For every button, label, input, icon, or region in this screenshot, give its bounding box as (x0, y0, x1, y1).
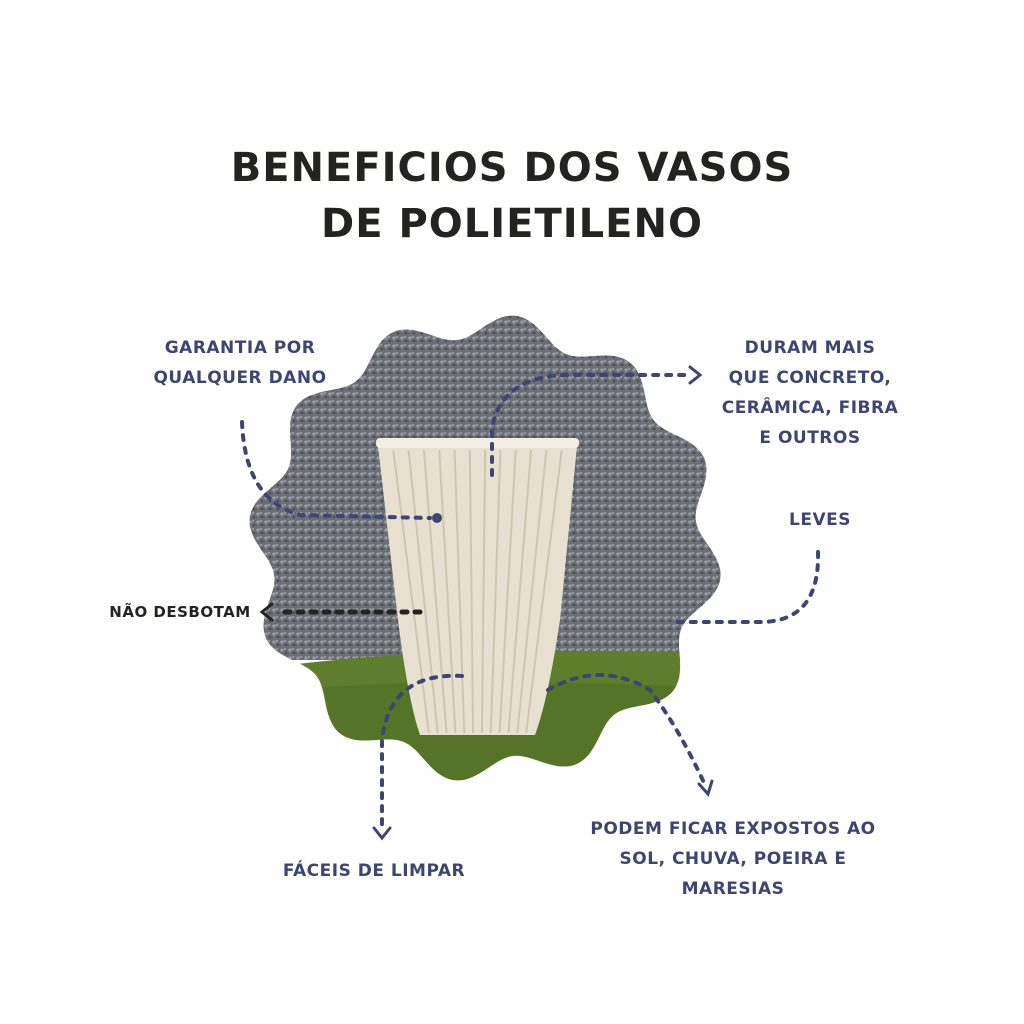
vase-rib (480, 449, 487, 734)
connector-lines (240, 373, 821, 832)
vase-rib (392, 449, 430, 734)
vase-rib (453, 449, 466, 734)
vase-rib (407, 449, 439, 734)
connector-expostos (546, 673, 707, 787)
connector-leves (670, 550, 821, 624)
connector-duram (490, 373, 692, 477)
vase-rib (489, 449, 502, 734)
page-title: BENEFICIOS DOS VASOS DE POLIETILENO (0, 140, 1024, 252)
connector-faceis (380, 673, 464, 832)
arrow-left-icon (259, 602, 274, 622)
vase-rib (525, 449, 563, 734)
arrow-right-icon (688, 365, 703, 385)
arrow-down-right-icon (697, 779, 714, 797)
title-line-1: BENEFICIOS DOS VASOS (230, 145, 794, 191)
benefit-leves: LEVES (789, 510, 851, 530)
title-line-2: DE POLIETILENO (321, 201, 703, 247)
vase-rib (507, 449, 533, 734)
arrow-down-icon (372, 826, 392, 841)
vase-rib (498, 449, 517, 734)
benefit-nao-desbotam: NÃO DESBOTAM (109, 603, 251, 621)
vase-rib (422, 449, 448, 734)
connector-garantia (240, 420, 432, 520)
benefit-faceis: FÁCEIS DE LIMPAR (282, 861, 466, 881)
dot-icon (432, 513, 442, 523)
vase-rib (468, 449, 475, 734)
vase-rib (438, 449, 457, 734)
vase-rib (516, 449, 548, 734)
